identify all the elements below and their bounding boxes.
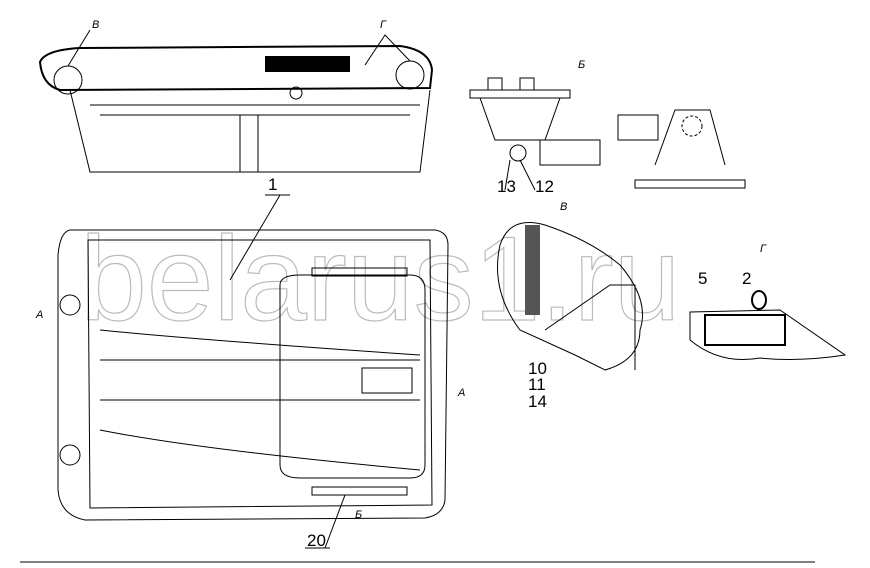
watermark: belarus1.ru: [80, 212, 680, 346]
roof-side-view: В Г: [38, 19, 434, 173]
section-a-right: А: [457, 387, 465, 399]
label-20: 20: [307, 531, 326, 550]
roof-plan-view: 1 20 А А Б: [35, 175, 465, 550]
label-1: 1: [268, 175, 277, 194]
callout-b: Б: [355, 509, 362, 521]
detail-v-title: В: [560, 201, 567, 213]
detail-b: Б 13 12: [469, 59, 746, 196]
label-13: 13: [497, 177, 516, 196]
label-12: 12: [535, 177, 554, 196]
detail-b-title: Б: [578, 59, 585, 71]
section-a-left: А: [35, 309, 43, 321]
callout-g: Г: [380, 19, 387, 31]
label-14: 14: [528, 392, 547, 411]
detail-v: В 10 11 14: [497, 201, 643, 411]
callout-v: В: [92, 19, 99, 31]
detail-g: Г 5 2: [689, 243, 847, 361]
detail-g-title: Г: [760, 243, 767, 255]
label-5: 5: [698, 269, 707, 288]
label-2: 2: [742, 269, 751, 288]
label-10: 10: [528, 359, 547, 378]
label-11: 11: [528, 375, 546, 394]
